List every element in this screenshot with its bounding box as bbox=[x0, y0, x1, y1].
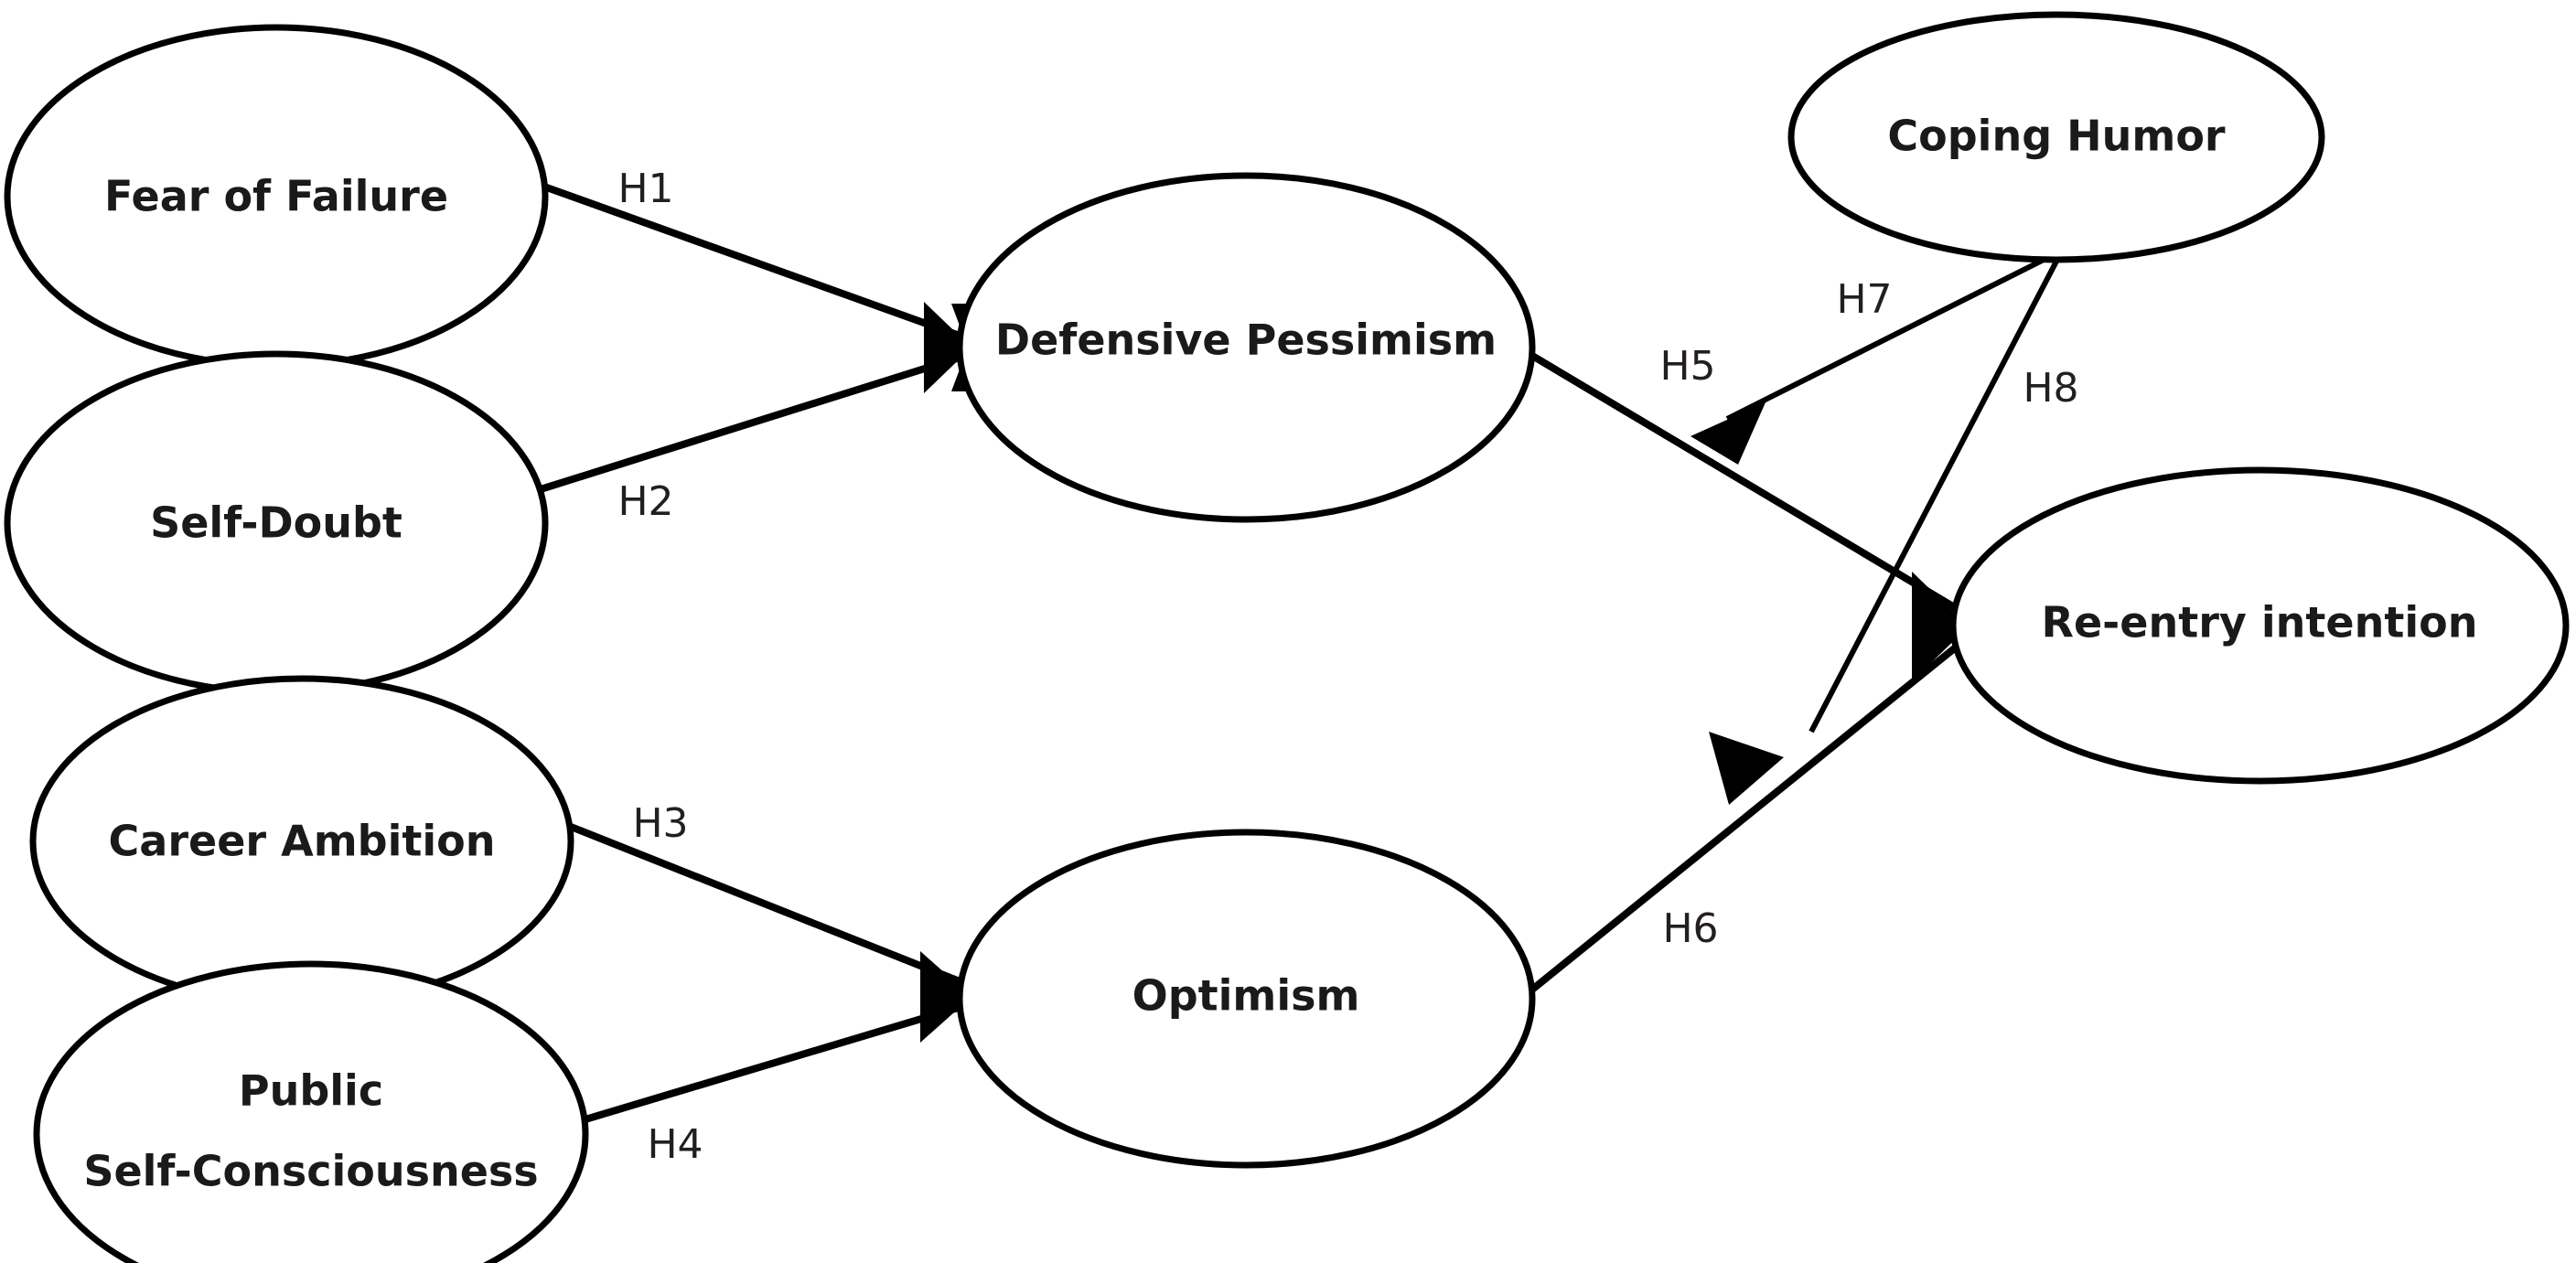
path-line-H1 bbox=[540, 182, 964, 340]
arrowhead-to-re-entry-intention bbox=[1912, 572, 1969, 681]
node-label-career-ambition: Career Ambition bbox=[109, 817, 496, 866]
node-re-entry-intention[interactable]: Re-entry intention bbox=[1949, 466, 2570, 785]
path-line-H4 bbox=[559, 1002, 966, 1130]
path-H2 bbox=[524, 353, 964, 498]
path-H8 bbox=[1709, 252, 2063, 805]
hypothesis-label-H7: H7 bbox=[1836, 276, 1892, 323]
node-self-doubt[interactable]: Self-Doubt bbox=[4, 350, 549, 696]
path-H1 bbox=[540, 182, 964, 340]
node-label-public-self-consciousness-line2: Self-Consciousness bbox=[83, 1147, 538, 1196]
node-optimism[interactable]: Optimism bbox=[956, 829, 1536, 1169]
hypothesis-label-H5: H5 bbox=[1659, 343, 1715, 390]
node-label-re-entry-intention: Re-entry intention bbox=[2042, 598, 2478, 648]
node-ellipse-coping-humor[interactable] bbox=[1787, 11, 2325, 263]
path-H3 bbox=[560, 819, 966, 987]
hypothesis-label-H3: H3 bbox=[632, 800, 688, 847]
node-ellipse-re-entry-intention[interactable] bbox=[1949, 466, 2570, 785]
node-label-self-doubt: Self-Doubt bbox=[150, 498, 402, 548]
node-public-self-consciousness[interactable]: Public Self-Consciousness bbox=[33, 960, 589, 1263]
path-H6 bbox=[1520, 635, 1970, 1001]
arrowhead-to-optimism bbox=[920, 951, 971, 1043]
hypothesis-label-H1: H1 bbox=[617, 166, 673, 212]
node-defensive-pessimism[interactable]: Defensive Pessimism bbox=[956, 172, 1536, 523]
node-ellipse-defensive-pessimism[interactable] bbox=[956, 172, 1536, 523]
path-line-H5 bbox=[1516, 344, 1970, 618]
hypothesis-label-H4: H4 bbox=[647, 1121, 703, 1168]
path-line-H8 bbox=[1809, 252, 2063, 733]
node-ellipse-public-self-consciousness[interactable] bbox=[33, 960, 589, 1263]
path-H4 bbox=[559, 1002, 966, 1130]
node-career-ambition[interactable]: Career Ambition bbox=[29, 675, 574, 1008]
node-label-coping-humor: Coping Humor bbox=[1887, 112, 2226, 161]
path-line-H7 bbox=[1725, 252, 2056, 422]
node-fear-of-failure[interactable]: Fear of Failure bbox=[4, 24, 549, 369]
arrowhead-H8-moderation bbox=[1709, 732, 1784, 805]
arrowhead-to-defensive-pessimism-tip bbox=[924, 302, 971, 393]
path-H5 bbox=[1516, 344, 1970, 618]
hypothesis-label-H2: H2 bbox=[617, 478, 673, 525]
arrowhead-H7-moderation bbox=[1690, 402, 1766, 465]
path-line-H6 bbox=[1520, 635, 1970, 1001]
path-H7 bbox=[1690, 252, 2056, 465]
path-line-H3 bbox=[560, 819, 966, 987]
hypothesis-label-H8: H8 bbox=[2023, 365, 2078, 412]
node-label-public-self-consciousness-line1: Public bbox=[239, 1066, 383, 1116]
node-label-fear-of-failure: Fear of Failure bbox=[104, 172, 448, 221]
node-label-defensive-pessimism: Defensive Pessimism bbox=[995, 316, 1497, 365]
node-label-optimism: Optimism bbox=[1132, 971, 1360, 1021]
hypothesis-label-H6: H6 bbox=[1662, 905, 1718, 952]
node-coping-humor[interactable]: Coping Humor bbox=[1787, 11, 2325, 263]
node-ellipse-optimism[interactable] bbox=[956, 829, 1536, 1169]
path-line-H2 bbox=[524, 353, 964, 498]
